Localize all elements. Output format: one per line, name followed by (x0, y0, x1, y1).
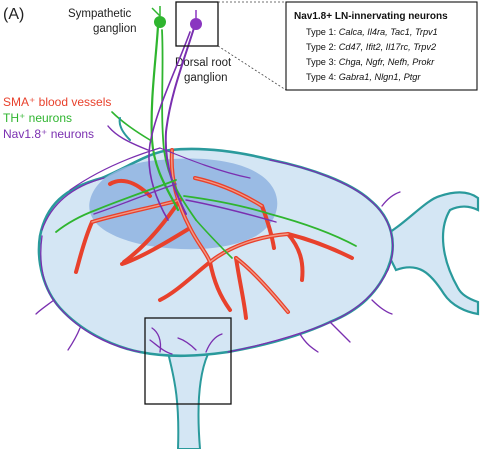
blood-vessels (74, 148, 354, 320)
panel-label: (A) (3, 6, 24, 23)
legend-sma-blood-vessels: SMA⁺ blood vessels (3, 95, 111, 109)
nav18-info-box: Nav1.8+ LN-innervating neurons Type 1: C… (285, 1, 478, 91)
efferent-lymphatic-vessel (378, 191, 480, 316)
info-box-row-1: Type 1: Calca, Il4ra, Tac1, Trpv1 (306, 27, 438, 37)
nav18-capsule-fibers (35, 159, 401, 355)
drg-label-line1: Dorsal root (175, 57, 232, 69)
legend-th-neurons: TH⁺ neurons (3, 111, 72, 125)
info-box-title: Nav1.8+ LN-innervating neurons (294, 11, 448, 22)
bottom-inset-box (144, 317, 232, 405)
drg-label-line2: ganglion (184, 72, 227, 84)
germinal-center (89, 158, 278, 250)
purple-neuron-icon (190, 10, 202, 30)
legend-nav18-neurons: Nav1.8⁺ neurons (3, 127, 94, 141)
callout-lines (217, 1, 287, 91)
sympathetic-ganglion-label-line1: Sympathetic (68, 8, 132, 20)
green-neuron-icon (151, 6, 166, 28)
drg-inset-box (175, 1, 219, 47)
info-box-row-3: Type 3: Chga, Ngfr, Nefh, Prokr (306, 57, 435, 67)
sympathetic-ganglion-label-line2: ganglion (93, 23, 136, 35)
info-box-row-2: Type 2: Cd47, Ifit2, Il17rc, Trpv2 (306, 42, 436, 52)
nerve-bundle (55, 24, 357, 259)
info-box-row-4: Type 4: Gabra1, Nlgn1, Ptgr (306, 72, 421, 82)
afferent-lymphatic-vessel (166, 350, 210, 449)
